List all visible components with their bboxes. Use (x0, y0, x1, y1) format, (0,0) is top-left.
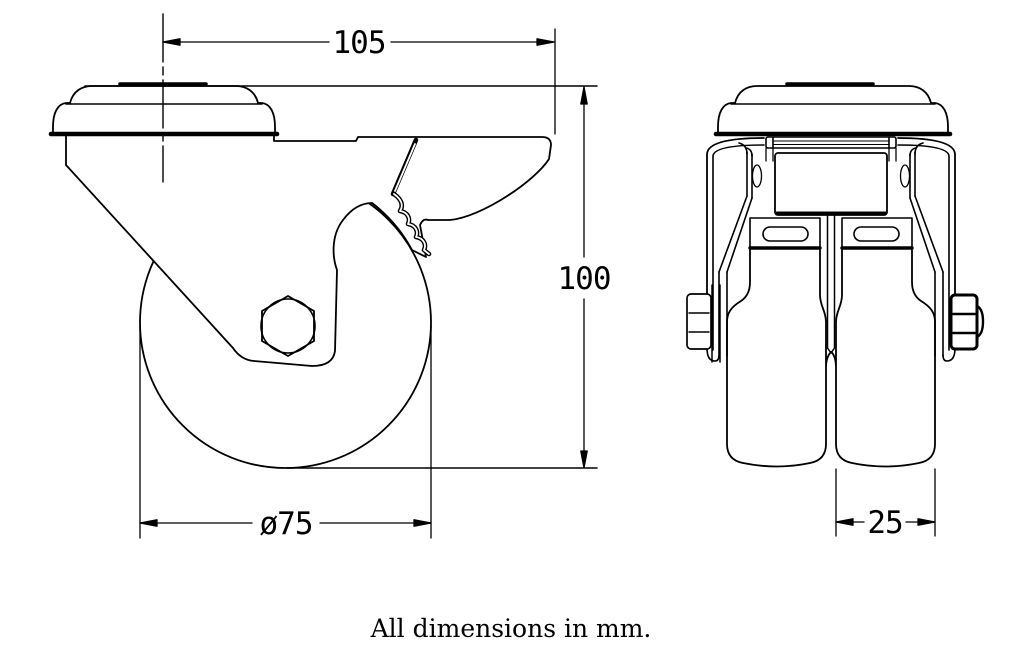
bearing-left (753, 165, 762, 187)
dimension-wheel-width: 25 (836, 469, 935, 541)
axle-nut-side (261, 296, 315, 356)
kingpin-stem (828, 216, 835, 353)
wheel-left (727, 250, 831, 467)
arrow-left (140, 520, 157, 526)
brake-spring (393, 140, 429, 254)
arrow-right (918, 519, 935, 525)
dimension-label-plate-length: 105 (333, 25, 386, 61)
kingpin-bar (766, 137, 896, 161)
axle-nut-right (951, 295, 983, 349)
arrow-right (414, 520, 431, 526)
brake-housing (775, 153, 887, 215)
dimension-plate-length: 105 (163, 25, 555, 134)
flange-slot-right (854, 227, 899, 241)
arrow-bottom (581, 451, 587, 468)
fork-and-plate (66, 135, 551, 366)
dimension-label-wheel-width: 25 (867, 505, 902, 541)
flange-slot-left (763, 227, 808, 241)
mounting-flange-left (750, 218, 820, 248)
fork-legs (707, 138, 955, 361)
wheel-right (832, 250, 936, 467)
top-cap-front (716, 84, 950, 134)
dimension-overall-height: 100 (558, 87, 612, 468)
arrow-left (836, 519, 853, 525)
mounting-flange-right (842, 218, 912, 248)
twin-wheels (727, 250, 935, 467)
dimension-label-overall-height: 100 (558, 261, 611, 297)
arrow-top (581, 87, 587, 104)
side-view: 105 100 ø75 (51, 14, 612, 542)
arrow-left (163, 39, 180, 45)
dimension-label-wheel-diameter: ø75 (260, 506, 313, 542)
top-cap-side (51, 84, 277, 134)
arrow-right (537, 39, 554, 45)
drawing-note: All dimensions in mm. (370, 614, 652, 643)
cap-outline (53, 86, 275, 133)
axle-nut-left (687, 285, 720, 362)
dimension-wheel-diameter: ø75 (140, 326, 431, 542)
front-view: 25 (687, 84, 983, 541)
bearing-right (901, 165, 910, 187)
